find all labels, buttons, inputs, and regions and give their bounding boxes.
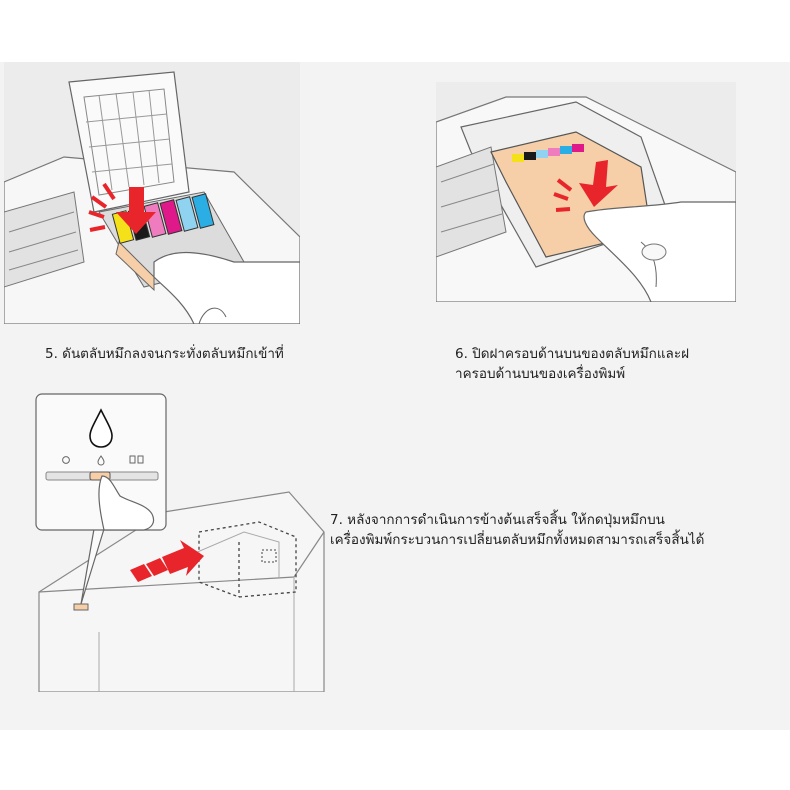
ink-drop-icon bbox=[89, 408, 113, 448]
direction-arrow bbox=[130, 540, 204, 582]
press-arrow bbox=[88, 182, 156, 234]
step6-caption-line1: 6. ปิดฝาครอบด้านบนของตลับหมึกและฝ bbox=[455, 346, 689, 362]
step6-illustration bbox=[436, 82, 736, 302]
step7-caption: 7. หลังจากการดำเนินการข้างต้นเสร็จสิ้น ใ… bbox=[330, 510, 704, 550]
step6-caption: 6. ปิดฝาครอบด้านบนของตลับหมึกและฝ าครอบด… bbox=[455, 344, 689, 384]
step5-caption-text: 5. ดันตลับหมึกลงจนกระทั่งตลับหมึกเข้าที่ bbox=[45, 346, 284, 362]
step7-caption-line1: 7. หลังจากการดำเนินการข้างต้นเสร็จสิ้น ใ… bbox=[330, 512, 665, 528]
step7-caption-line2: เครื่องพิมพ์กระบวนการเปลี่ยนตลับหมึกทั้ง… bbox=[330, 532, 705, 548]
ink-color-strip bbox=[512, 144, 584, 162]
step5-caption: 5. ดันตลับหมึกลงจนกระทั่งตลับหมึกเข้าที่ bbox=[45, 344, 284, 364]
press-arrow bbox=[553, 160, 618, 212]
step6-caption-line2: าครอบด้านบนของเครื่องพิมพ์ bbox=[455, 366, 626, 382]
step5-illustration bbox=[4, 62, 300, 324]
step7-illustration bbox=[34, 392, 334, 692]
